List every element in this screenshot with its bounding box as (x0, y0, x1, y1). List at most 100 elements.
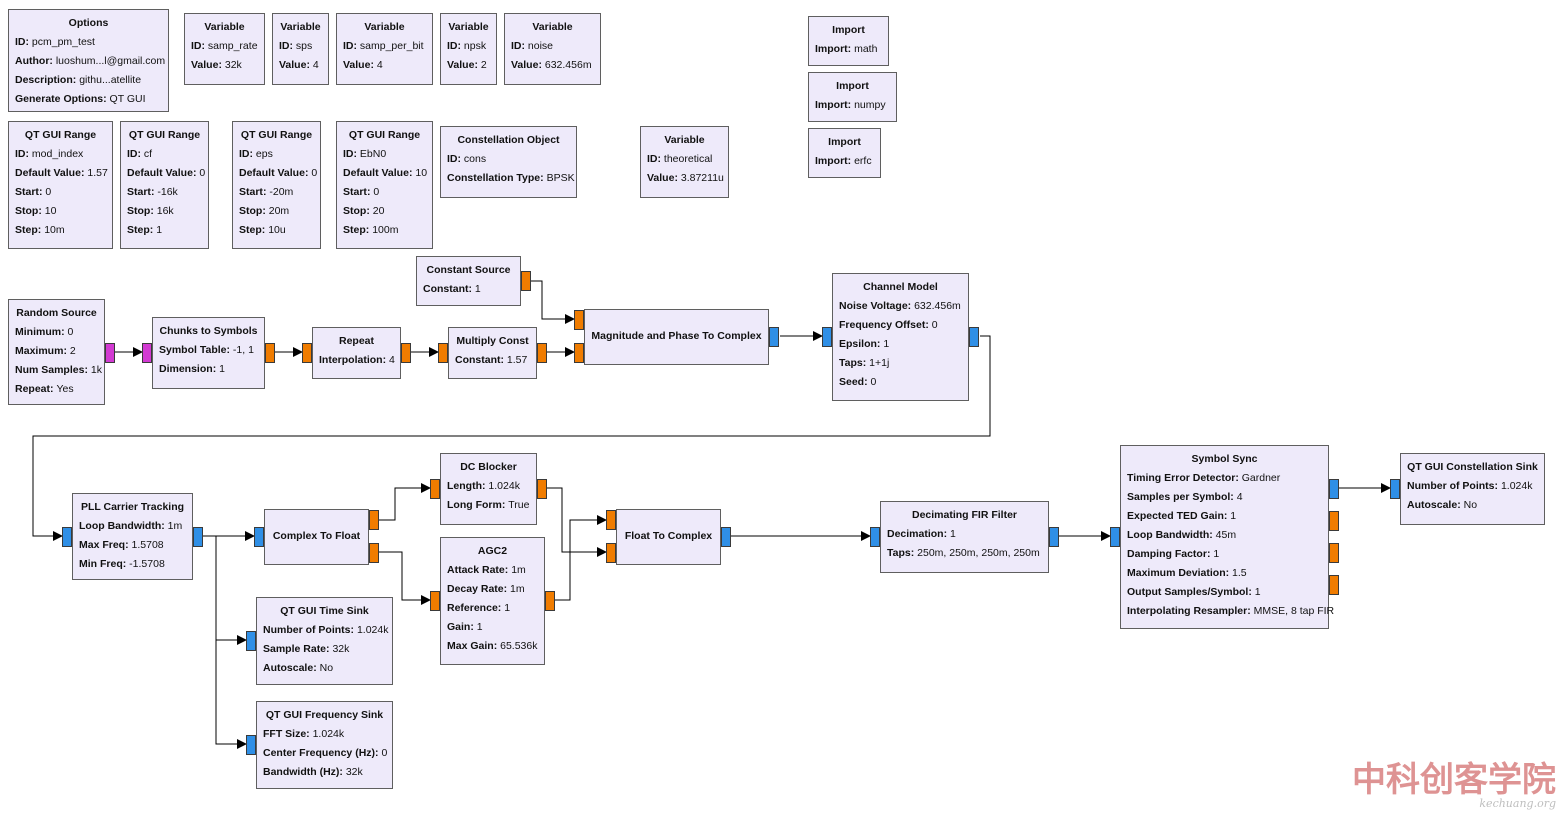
multiply-const-block[interactable]: Multiply Const Constant: 1.57 (438, 327, 547, 379)
symbol-sync-in-port[interactable] (1110, 527, 1120, 547)
symbol-sync-block[interactable]: Symbol Sync Timing Error Detector: Gardn… (1110, 445, 1339, 629)
param-separator: : (103, 93, 110, 105)
repeat-out-port[interactable] (401, 343, 411, 363)
complex-to-float-block[interactable]: Complex To Float (254, 509, 379, 565)
param-key: Loop Bandwidth (1127, 529, 1210, 541)
channel-model-in-port[interactable] (822, 327, 832, 347)
symbol-sync-out-error-port[interactable] (1329, 511, 1339, 531)
block-title: Multiply Const (456, 335, 529, 347)
param-row: Symbol Table: -1, 1 (159, 341, 258, 360)
constant-source-block[interactable]: Constant Source Constant: 1 (416, 256, 531, 306)
float-to-complex-in-im-port[interactable] (606, 543, 616, 563)
repeat-block[interactable]: Repeat Interpolation: 4 (302, 327, 411, 379)
param-value: 20 (372, 205, 385, 217)
float-to-complex-block[interactable]: Float To Complex (606, 509, 731, 565)
param-value: 1.024k (356, 624, 389, 636)
qt-time-sink-block[interactable]: QT GUI Time Sink Number of Points: 1.024… (246, 597, 393, 685)
multiply-const-in-port[interactable] (438, 343, 448, 363)
qt-constellation-sink-block[interactable]: QT GUI Constellation Sink Number of Poin… (1390, 453, 1545, 525)
param-value: QT GUI (109, 93, 146, 105)
random-source-out-port[interactable] (105, 343, 115, 363)
param-key: ID (343, 148, 354, 160)
constant-source-out-port[interactable] (521, 271, 531, 291)
pll-in-port[interactable] (62, 527, 72, 547)
param-row: Noise Voltage: 632.456m (839, 297, 962, 316)
param-separator: : (326, 643, 333, 655)
chunks-to-symbols-out-port[interactable] (265, 343, 275, 363)
param-key: Maximum (15, 345, 64, 357)
constellation-sink-in-port[interactable] (1390, 479, 1400, 499)
dc-blocker-in-port[interactable] (430, 479, 440, 499)
complex-to-float-in-port[interactable] (254, 527, 264, 547)
complex-to-float-out-im-port[interactable] (369, 543, 379, 563)
param-value: 1m (167, 520, 183, 532)
param-separator: : (864, 376, 871, 388)
param-value: 1 (1254, 586, 1261, 598)
mag-phase-in-phase-port[interactable] (574, 343, 584, 363)
param-key: Value (343, 59, 371, 71)
wire-channel-to-pll (32, 335, 991, 541)
param-separator: : (25, 148, 32, 160)
param-key: Gain (447, 621, 471, 633)
param-key: Long Form (447, 499, 502, 511)
dc-blocker-out-port[interactable] (537, 479, 547, 499)
param-row: Step: 100m (343, 221, 426, 240)
repeat-in-port[interactable] (302, 343, 312, 363)
param-value: 1.57 (506, 354, 528, 366)
channel-model-out-port[interactable] (969, 327, 979, 347)
symbol-sync-out-period-port[interactable] (1329, 543, 1339, 563)
mag-phase-out-port[interactable] (769, 327, 779, 347)
chunks-to-symbols-in-port[interactable] (142, 343, 152, 363)
float-to-complex-in-re-port[interactable] (606, 510, 616, 530)
param-value: erfc (854, 155, 872, 167)
block-title: Import (836, 80, 869, 92)
time-sink-in-port[interactable] (246, 631, 256, 651)
symbol-sync-out-phase-port[interactable] (1329, 575, 1339, 595)
fir-in-port[interactable] (870, 527, 880, 547)
fir-out-port[interactable] (1049, 527, 1059, 547)
param-value: mod_index (31, 148, 84, 160)
param-value: 2 (480, 59, 487, 71)
freq-sink-in-port[interactable] (246, 735, 256, 755)
float-to-complex-out-port[interactable] (721, 527, 731, 547)
agc2-out-port[interactable] (545, 591, 555, 611)
complex-to-float-out-re-port[interactable] (369, 510, 379, 530)
param-separator: : (353, 40, 360, 52)
param-value: No (1463, 499, 1478, 511)
param-key: Generate Options (15, 93, 104, 105)
param-key: Bandwidth (Hz) (263, 766, 340, 778)
mag-phase-to-complex-block[interactable]: Magnitude and Phase To Complex (574, 309, 779, 365)
param-key: Autoscale (1407, 499, 1458, 511)
mag-phase-in-mag-port[interactable] (574, 310, 584, 330)
multiply-const-out-port[interactable] (537, 343, 547, 363)
param-value: 1.024k (488, 480, 520, 492)
agc2-in-port[interactable] (430, 591, 440, 611)
param-separator: : (212, 363, 220, 375)
pll-out-port[interactable] (193, 527, 203, 547)
param-key: ID (239, 148, 250, 160)
symbol-sync-out-port[interactable] (1329, 479, 1339, 499)
